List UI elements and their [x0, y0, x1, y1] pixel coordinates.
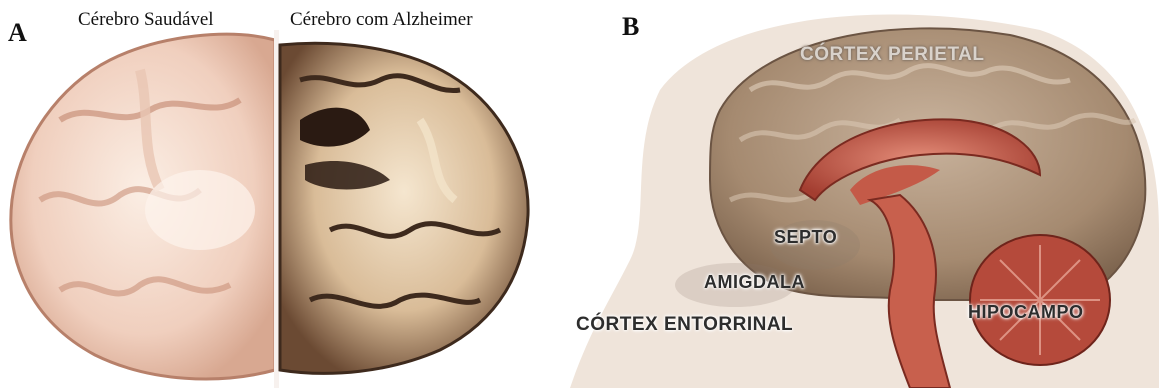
panel-b-letter: B [622, 12, 639, 42]
cerebellum [970, 235, 1110, 365]
panel-a-letter: A [8, 18, 27, 48]
healthy-brain-caption: Cérebro Saudável [78, 9, 214, 31]
panel-b: B CÓRTEX PERIETAL SEPTO AMIGDALA CÓRTEX … [570, 0, 1159, 388]
brain-comparison-illustration [0, 0, 560, 388]
panel-a: A Cérebro Saudável Cérebro com Alzheimer [0, 0, 560, 388]
alzheimer-brain-caption: Cérebro com Alzheimer [290, 9, 473, 31]
alzheimer-brain-half [280, 43, 528, 373]
label-entorhinal-cortex: CÓRTEX ENTORRINAL [576, 314, 793, 336]
label-amygdala: AMIGDALA [704, 272, 805, 293]
label-hippocampus: HIPOCAMPO [968, 302, 1084, 323]
label-septum: SEPTO [774, 227, 837, 248]
label-parietal-cortex: CÓRTEX PERIETAL [800, 44, 985, 66]
